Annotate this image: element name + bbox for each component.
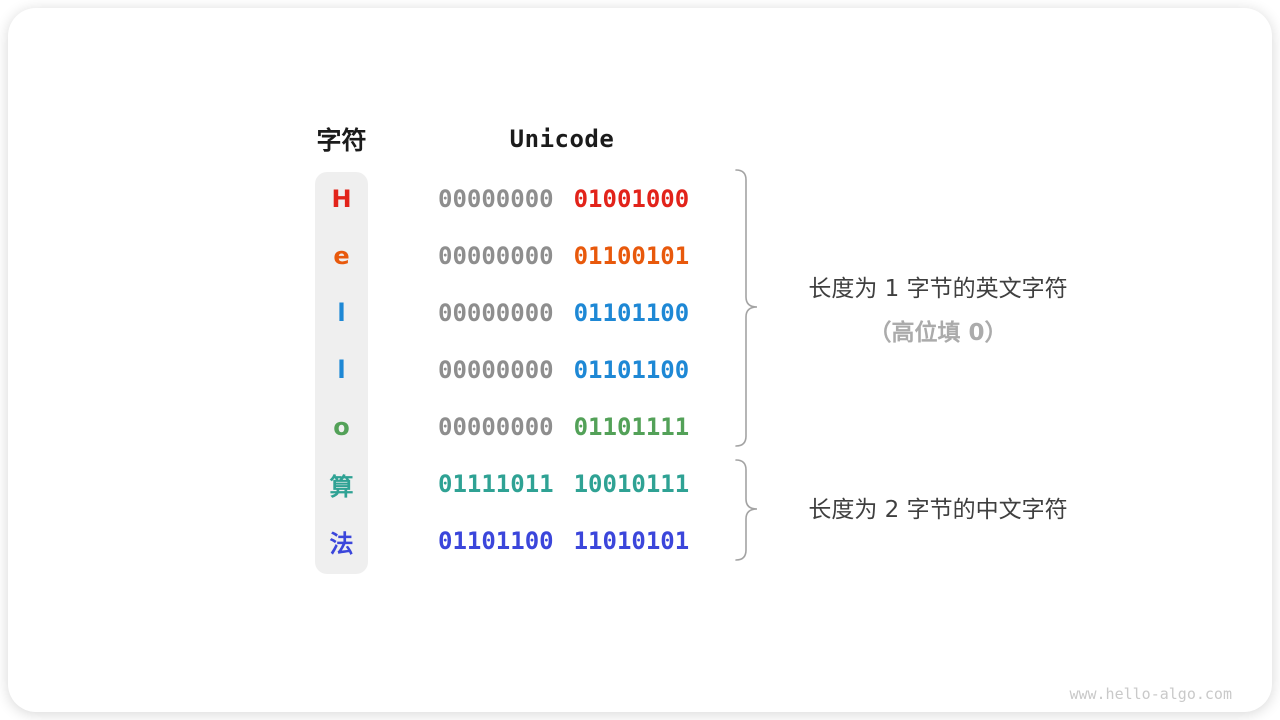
character-cell: 法 bbox=[329, 529, 354, 558]
byte-high: 00000000 bbox=[438, 413, 554, 441]
byte-high: 01101100 bbox=[438, 527, 554, 555]
annotation-english-line1: 长度为 1 字节的英文字符 bbox=[808, 276, 1068, 302]
character-cell: o bbox=[333, 413, 350, 441]
table-row-H: H 00000000 01001000 bbox=[315, 179, 735, 219]
table-row-e: e 00000000 01100101 bbox=[315, 236, 735, 276]
annotation-english-line2: （高位填 0） bbox=[868, 320, 1008, 346]
brace-english-group bbox=[735, 169, 758, 447]
watermark-url: www.hello-algo.com bbox=[1069, 685, 1232, 703]
byte-high: 00000000 bbox=[438, 185, 554, 213]
brace-chinese-group bbox=[735, 459, 758, 561]
byte-low: 11010101 bbox=[573, 527, 690, 555]
byte-high: 00000000 bbox=[438, 356, 554, 384]
character-cell: e bbox=[333, 242, 350, 270]
byte-low: 01101100 bbox=[573, 356, 690, 384]
table-row-suan: 算 01111011 10010111 bbox=[315, 464, 735, 504]
byte-high: 01111011 bbox=[438, 470, 554, 498]
character-cell: H bbox=[331, 185, 352, 213]
column-header-unicode: Unicode bbox=[509, 125, 615, 153]
annotation-english-group: 长度为 1 字节的英文字符 （高位填 0） bbox=[778, 274, 1098, 348]
table-row-fa: 法 01101100 11010101 bbox=[315, 521, 735, 561]
table-row-l1: l 00000000 01101100 bbox=[315, 293, 735, 333]
character-cell: 算 bbox=[329, 472, 354, 501]
character-column-background bbox=[315, 172, 368, 574]
grouping-braces bbox=[735, 169, 758, 561]
table-row-o: o 00000000 01101111 bbox=[315, 407, 735, 447]
annotation-chinese-group: 长度为 2 字节的中文字符 bbox=[808, 497, 1068, 523]
character-cell: l bbox=[337, 299, 346, 327]
diagram-card: 字符 Unicode H 00000000 01001000 e 0000000… bbox=[8, 8, 1272, 712]
byte-low: 10010111 bbox=[573, 470, 690, 498]
byte-low: 01101111 bbox=[573, 413, 690, 441]
byte-high: 00000000 bbox=[438, 299, 554, 327]
byte-low: 01100101 bbox=[573, 242, 690, 270]
byte-high: 00000000 bbox=[438, 242, 554, 270]
column-header-character: 字符 bbox=[316, 126, 367, 155]
byte-low: 01001000 bbox=[573, 185, 690, 213]
character-cell: l bbox=[337, 356, 346, 384]
byte-low: 01101100 bbox=[573, 299, 690, 327]
table-row-l2: l 00000000 01101100 bbox=[315, 350, 735, 390]
